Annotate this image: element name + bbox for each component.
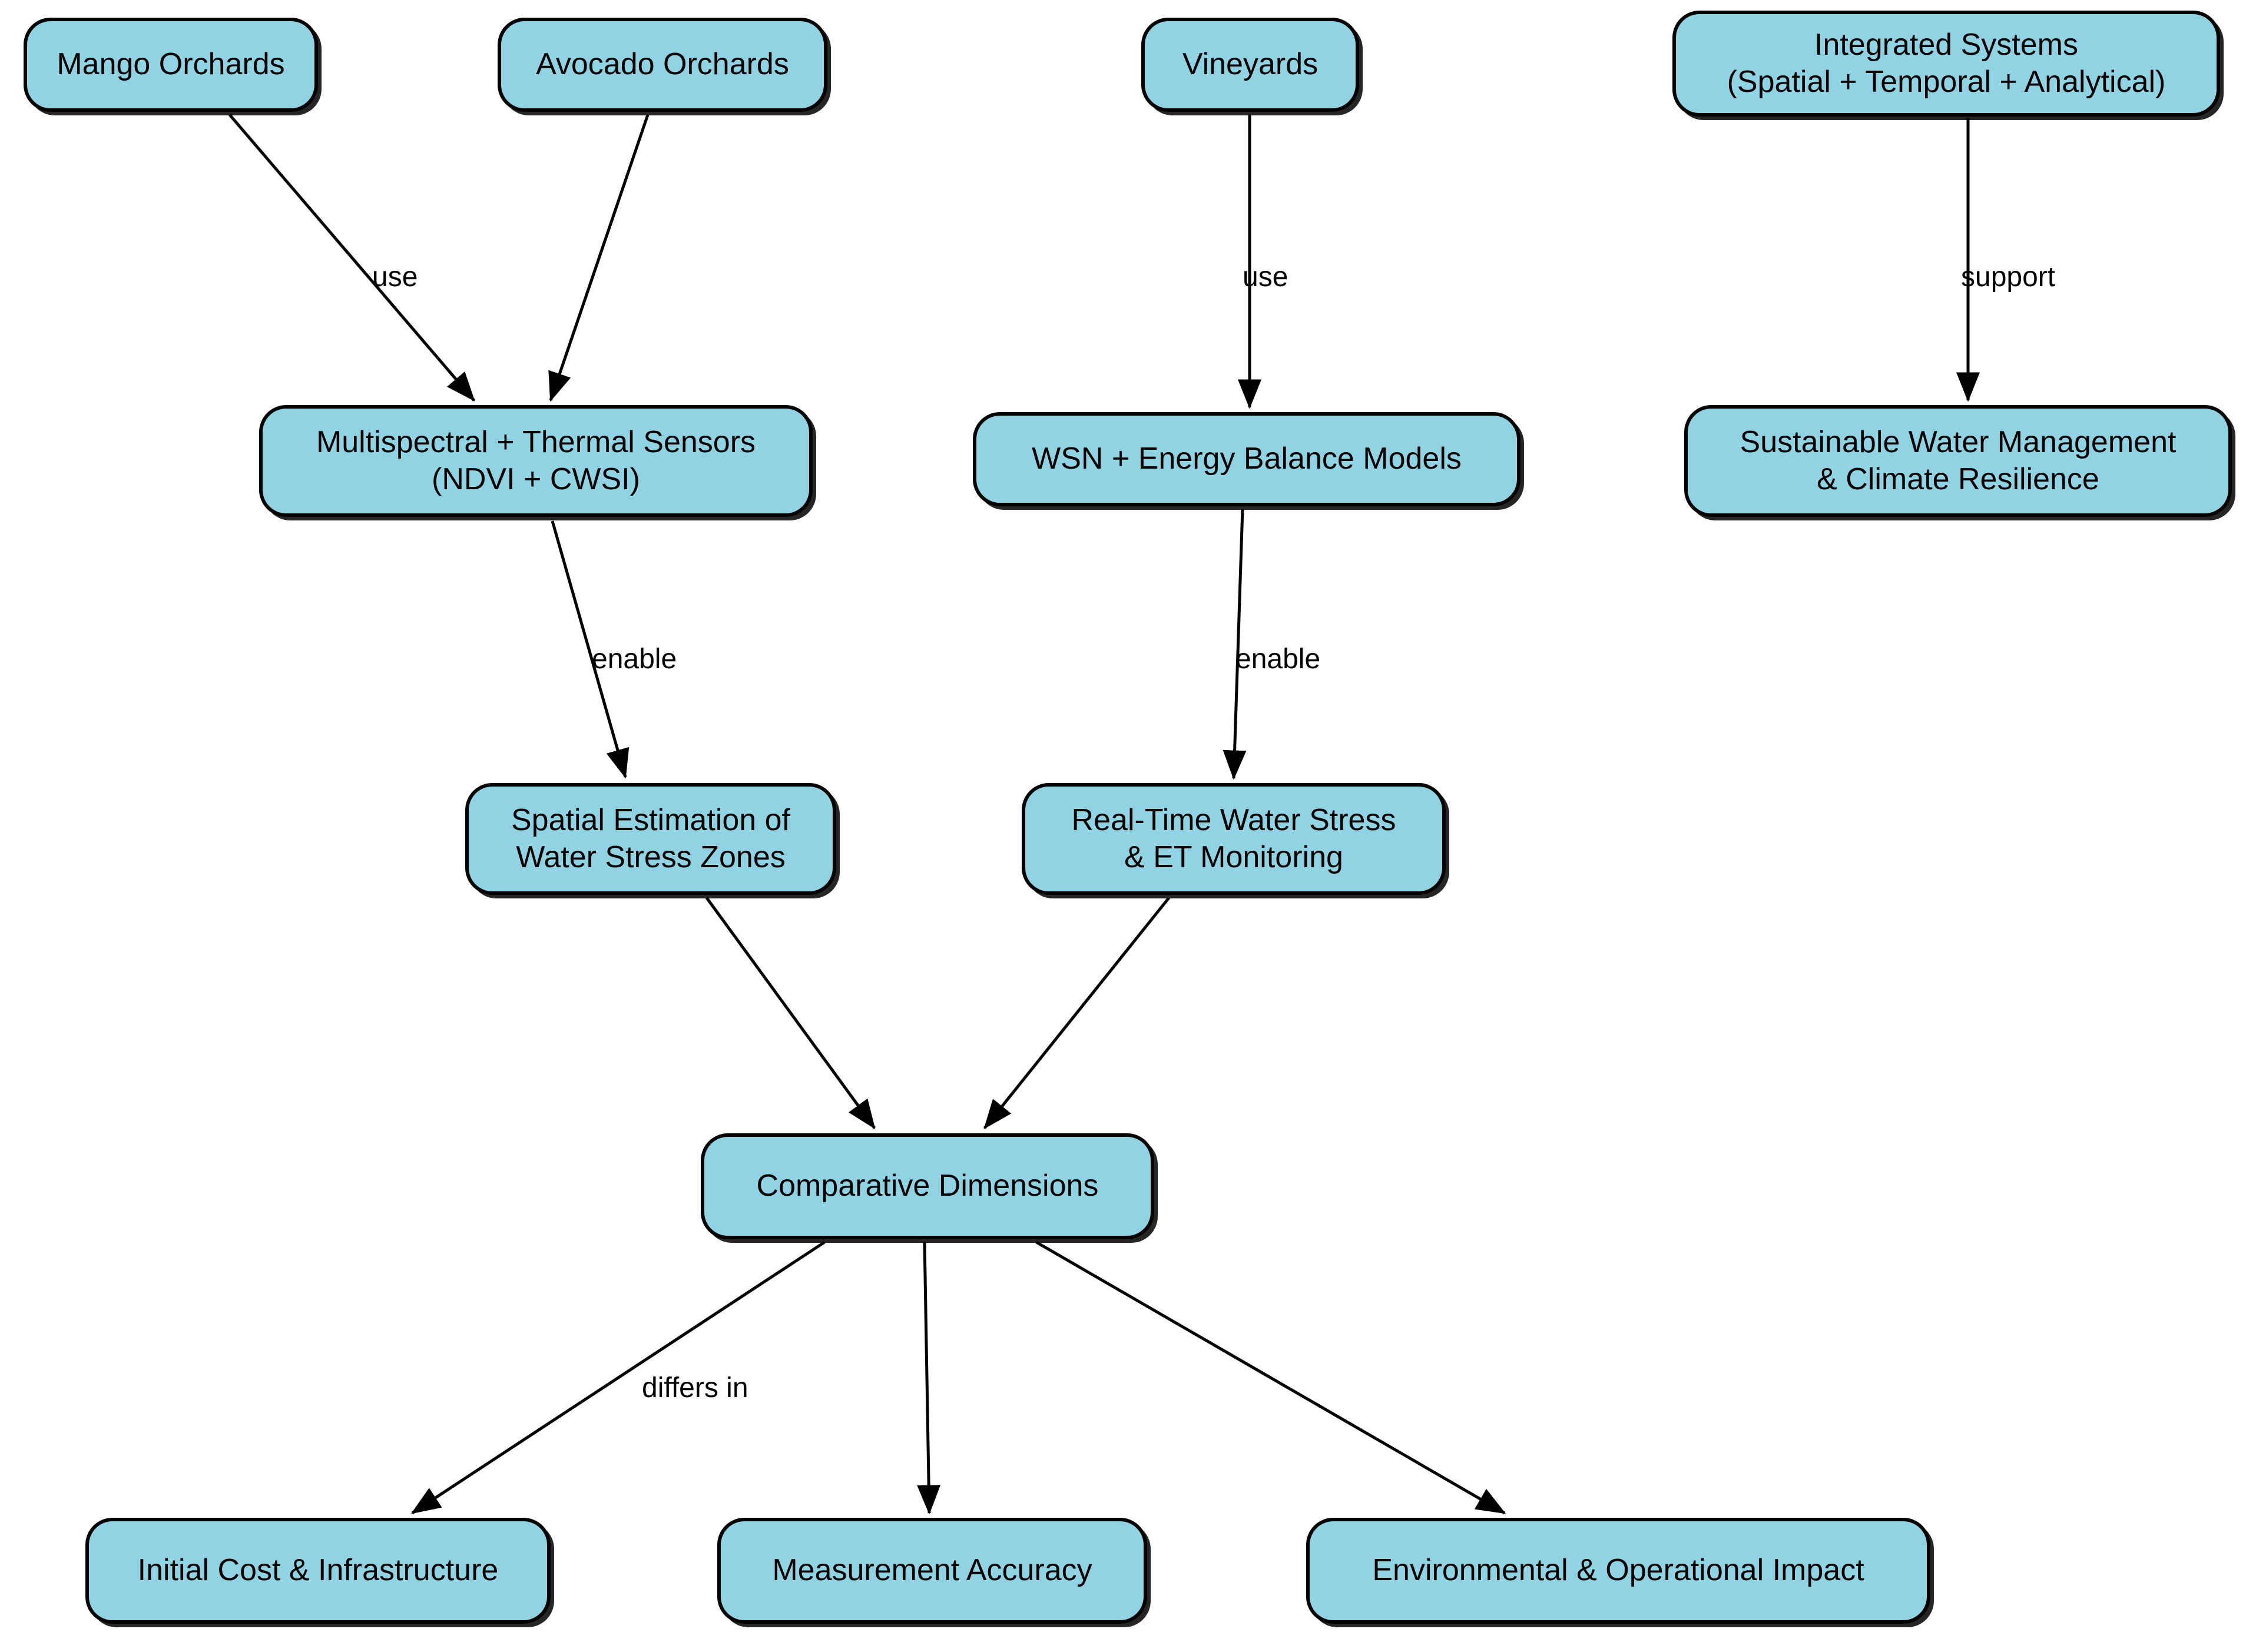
edge-mango-to-sensors xyxy=(228,114,475,402)
node-avocado[interactable]: Avocado Orchards xyxy=(498,18,827,112)
node-label-mango: Mango Orchards xyxy=(57,47,285,82)
node-label-accuracy: Measurement Accuracy xyxy=(772,1553,1092,1588)
edge-spatialest-to-comparative xyxy=(705,897,876,1130)
node-label-spatialest: Spatial Estimation of Water Stress Zones xyxy=(511,802,791,874)
node-label-integrated: Integrated Systems (Spatial + Temporal +… xyxy=(1727,27,2166,99)
edge-realtime-to-comparative xyxy=(983,897,1170,1129)
node-mango[interactable]: Mango Orchards xyxy=(24,18,318,112)
edge-avocado-to-sensors xyxy=(548,114,650,402)
node-label-comparative: Comparative Dimensions xyxy=(756,1169,1099,1203)
node-label-sustain: Sustainable Water Management & Climate R… xyxy=(1740,424,2177,496)
node-wsn[interactable]: WSN + Energy Balance Models xyxy=(973,412,1520,506)
node-spatialest[interactable]: Spatial Estimation of Water Stress Zones xyxy=(465,783,836,895)
edge-label-wsn-to-realtime: enable xyxy=(1235,643,1321,675)
edge-comparative-to-impact xyxy=(1035,1240,1506,1515)
node-integrated[interactable]: Integrated Systems (Spatial + Temporal +… xyxy=(1672,11,2220,117)
edge-label-sensors-to-spatialest: enable xyxy=(592,643,677,675)
node-label-vineyards: Vineyards xyxy=(1182,47,1319,82)
node-impact[interactable]: Environmental & Operational Impact xyxy=(1306,1518,1930,1624)
node-accuracy[interactable]: Measurement Accuracy xyxy=(717,1518,1147,1624)
node-realtime[interactable]: Real-Time Water Stress & ET Monitoring xyxy=(1022,783,1446,895)
edge-comparative-to-accuracy xyxy=(917,1242,941,1515)
node-label-impact: Environmental & Operational Impact xyxy=(1372,1553,1864,1588)
node-label-sensors: Multispectral + Thermal Sensors (NDVI + … xyxy=(316,424,756,496)
edge-label-mango-to-sensors: use xyxy=(372,261,418,293)
edge-label-vineyards-to-wsn: use xyxy=(1243,261,1288,293)
node-sensors[interactable]: Multispectral + Thermal Sensors (NDVI + … xyxy=(259,405,813,517)
node-cost[interactable]: Initial Cost & Infrastructure xyxy=(85,1518,551,1624)
node-comparative[interactable]: Comparative Dimensions xyxy=(701,1133,1154,1239)
node-label-wsn: WSN + Energy Balance Models xyxy=(1032,442,1462,476)
edge-label-integrated-to-sustain: support xyxy=(1961,261,2056,293)
edge-comparative-to-cost xyxy=(410,1240,826,1515)
node-vineyards[interactable]: Vineyards xyxy=(1141,18,1359,112)
node-sustain[interactable]: Sustainable Water Management & Climate R… xyxy=(1684,405,2232,517)
node-label-cost: Initial Cost & Infrastructure xyxy=(137,1553,499,1588)
node-label-realtime: Real-Time Water Stress & ET Monitoring xyxy=(1071,802,1396,874)
node-label-avocado: Avocado Orchards xyxy=(536,47,789,82)
edge-label-comparative-to-cost: differs in xyxy=(642,1372,748,1404)
